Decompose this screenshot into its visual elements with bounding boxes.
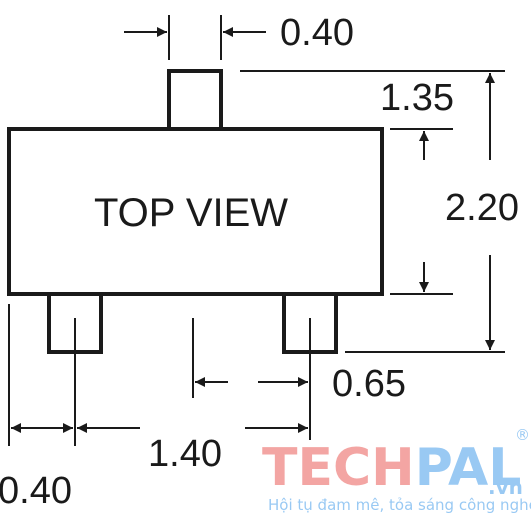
label-bottom-lead-width: 0.40 <box>0 470 72 512</box>
body-label: TOP VIEW <box>94 191 288 235</box>
techpal-logo: TECHPAL ® .vn Hội tụ đam mê, tỏa sáng cô… <box>262 426 531 514</box>
label-top-lead-width: 0.40 <box>280 12 354 54</box>
svg-text:TECHPAL: TECHPAL <box>262 438 521 498</box>
logo-registered: ® <box>515 426 530 444</box>
top-lead <box>167 69 223 131</box>
dim-lead-span <box>8 304 308 446</box>
label-overall-height: 2.20 <box>445 187 519 229</box>
dim-overall-height <box>345 73 505 353</box>
dim-top-lead-height <box>240 70 505 292</box>
logo-pal: PAL <box>415 438 522 498</box>
label-lead-span: 1.40 <box>148 433 222 475</box>
logo-tagline: Hội tụ đam mê, tỏa sáng công nghệ <box>268 496 531 514</box>
dim-top-lead-width <box>124 15 266 60</box>
logo-domain: .vn <box>488 475 523 499</box>
label-top-lead-height: 1.35 <box>380 77 454 119</box>
label-lead-pitch: 0.65 <box>332 363 406 405</box>
dim-lead-pitch <box>192 318 311 440</box>
logo-tech: TECH <box>262 438 415 498</box>
